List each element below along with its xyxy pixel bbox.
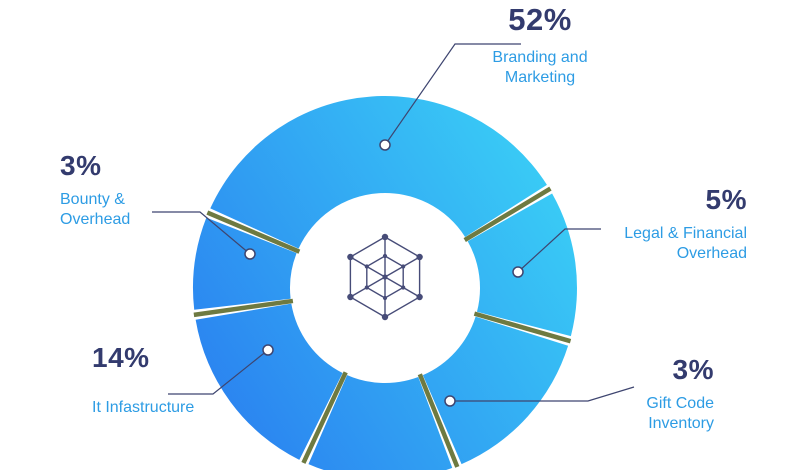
donut-segment-3pct	[192, 217, 297, 310]
segment-separator	[206, 210, 301, 254]
segment-label: Legal & Financial Overhead	[624, 225, 747, 262]
icon-center-node	[382, 274, 388, 280]
percent-value: 3%	[672, 354, 714, 385]
percent-value: 5%	[705, 184, 747, 215]
leader-lines	[152, 43, 635, 407]
callout-gift-code: 3% Gift Code Inventory	[646, 354, 714, 434]
segment-label: Branding and Marketing	[492, 49, 588, 86]
icon-node	[347, 293, 354, 301]
percent-value: 52%	[508, 2, 572, 37]
segment-label: Bounty & Overhead	[60, 191, 131, 228]
segment-separator	[473, 311, 572, 344]
donut-segments	[192, 96, 577, 470]
segment-separators	[193, 186, 572, 468]
leader-dot-it	[262, 344, 274, 356]
callout-legal-financial: 5% Legal & Financial Overhead	[624, 184, 747, 264]
percent-value: 14%	[92, 342, 150, 373]
donut-segment-14pct	[195, 303, 343, 460]
callout-it-infrastructure: 14% It Infastructure	[92, 342, 194, 418]
leader-line-it	[168, 349, 269, 395]
leader-line-branding	[384, 43, 521, 146]
hexagon-network-icon	[347, 233, 423, 321]
donut-segment-5pct	[467, 193, 577, 337]
leader-dot-legal	[512, 266, 524, 278]
callout-bounty-overhead: 3% Bounty & Overhead	[60, 150, 130, 230]
leader-line-gift	[450, 386, 635, 402]
icon-node	[382, 253, 388, 259]
icon-node	[401, 264, 406, 269]
leader-dot-branding	[379, 139, 391, 151]
percent-value: 3%	[60, 150, 102, 181]
icon-node	[381, 313, 389, 321]
segment-label: Gift Code Inventory	[646, 395, 714, 432]
segment-separator	[463, 186, 552, 243]
donut-segment-unlabeled	[308, 375, 453, 470]
callout-branding-marketing: 52% Branding and Marketing	[450, 2, 630, 88]
leader-line-legal	[517, 228, 601, 273]
segment-separator	[301, 371, 348, 464]
icon-node	[364, 285, 369, 290]
leader-dot-bounty	[244, 248, 256, 260]
segment-separator	[417, 373, 460, 468]
leader-dot-gift	[444, 395, 456, 407]
icon-node	[416, 293, 423, 301]
donut-segment-3pct	[422, 316, 569, 465]
segment-label: It Infastructure	[92, 399, 195, 416]
icon-node	[347, 253, 354, 261]
icon-node	[382, 295, 388, 301]
donut-segment-52pct	[210, 96, 547, 249]
icon-node	[416, 253, 423, 261]
icon-node	[401, 285, 406, 290]
icon-node	[364, 264, 369, 269]
segment-separator	[193, 298, 294, 318]
leader-line-bounty	[152, 211, 251, 255]
icon-node	[381, 233, 389, 241]
